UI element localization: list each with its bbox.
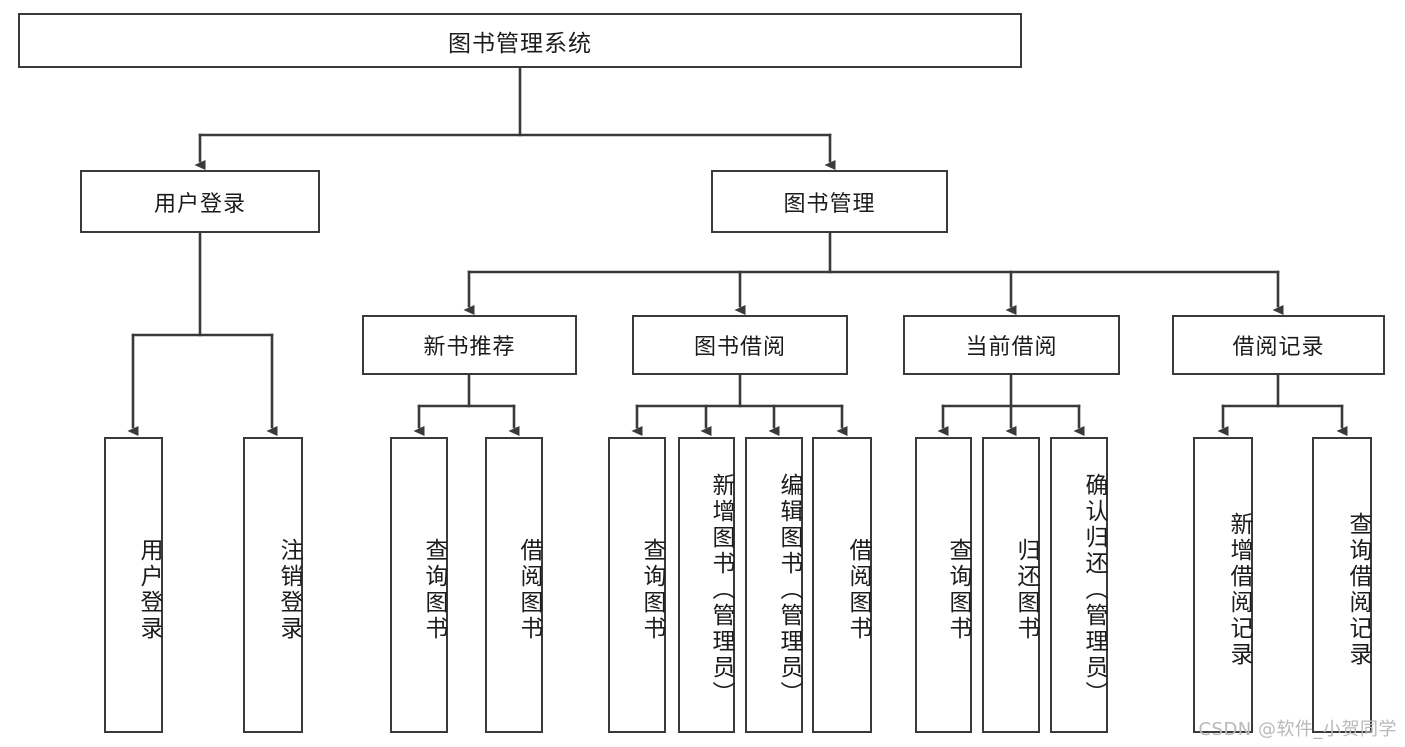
leaf-query-book-1[interactable]: 查询图书	[390, 437, 448, 733]
leaf-edit-book[interactable]: 编辑图书（管理员）	[745, 437, 803, 733]
leaf-label: 编辑图书（管理员）	[776, 473, 802, 707]
leaf-label: 归还图书	[1013, 538, 1039, 642]
leaf-add-book[interactable]: 新增图书（管理员）	[678, 437, 735, 733]
leaf-label: 确认归还（管理员）	[1081, 473, 1107, 707]
leaf-borrow-book-1[interactable]: 借阅图书	[485, 437, 543, 733]
node-current-borrow[interactable]: 当前借阅	[903, 315, 1120, 375]
leaf-query-book-3[interactable]: 查询图书	[915, 437, 972, 733]
leaf-add-record[interactable]: 新增借阅记录	[1193, 437, 1253, 733]
leaf-label: 注销登录	[276, 538, 302, 642]
leaf-return-book[interactable]: 归还图书	[982, 437, 1040, 733]
node-root-system[interactable]: 图书管理系统	[18, 13, 1022, 68]
leaf-query-book-2[interactable]: 查询图书	[608, 437, 666, 733]
leaf-label: 查询图书	[421, 538, 447, 642]
leaf-label: 新增图书（管理员）	[708, 473, 734, 707]
node-book-manage[interactable]: 图书管理	[711, 170, 948, 233]
node-user-login[interactable]: 用户登录	[80, 170, 320, 233]
leaf-borrow-book-2[interactable]: 借阅图书	[812, 437, 872, 733]
leaf-query-record[interactable]: 查询借阅记录	[1312, 437, 1372, 733]
leaf-user-login[interactable]: 用户登录	[104, 437, 163, 733]
node-borrow-record[interactable]: 借阅记录	[1172, 315, 1385, 375]
leaf-label: 查询图书	[639, 538, 665, 642]
leaf-label: 查询借阅记录	[1345, 512, 1371, 668]
leaf-label: 借阅图书	[516, 538, 542, 642]
leaf-label: 新增借阅记录	[1226, 512, 1252, 668]
node-new-book-rec[interactable]: 新书推荐	[362, 315, 577, 375]
leaf-logout[interactable]: 注销登录	[243, 437, 303, 733]
leaf-confirm-return[interactable]: 确认归还（管理员）	[1050, 437, 1108, 733]
node-book-borrow[interactable]: 图书借阅	[632, 315, 848, 375]
leaf-label: 查询图书	[945, 538, 971, 642]
leaf-label: 借阅图书	[845, 538, 871, 642]
leaf-label: 用户登录	[136, 538, 162, 642]
